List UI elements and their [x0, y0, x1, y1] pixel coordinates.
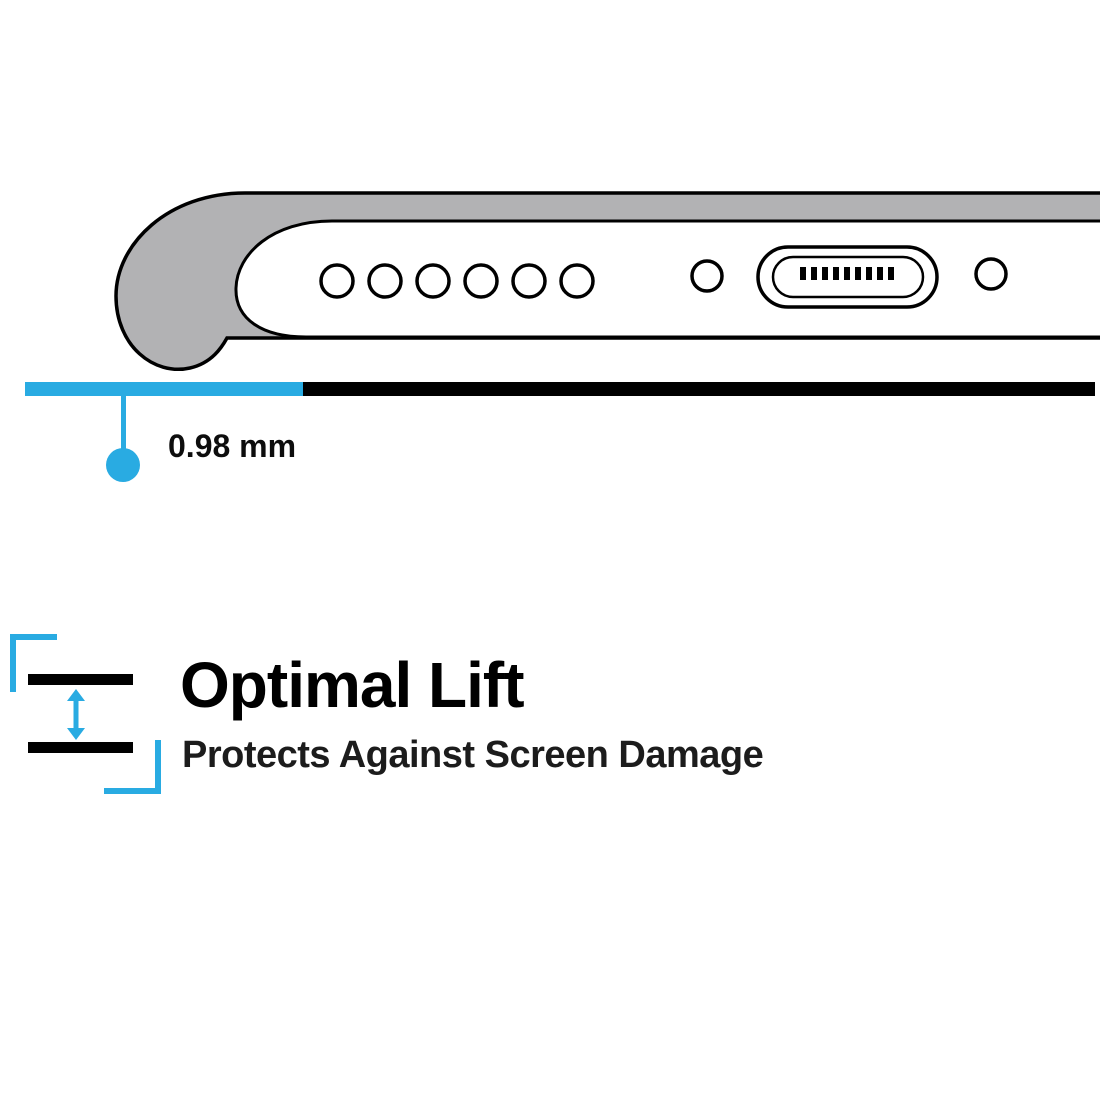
speaker-hole-icon: [463, 263, 499, 299]
corner-bracket-bottom-right-icon: [104, 740, 161, 794]
measurement-pointer-line: [121, 396, 126, 452]
corner-bracket-top-left-icon: [10, 634, 57, 692]
speaker-holes: [319, 263, 595, 299]
feature-title: Optimal Lift: [180, 649, 525, 721]
double-arrow-icon: [67, 689, 85, 740]
screw-hole-icon: [690, 259, 724, 293]
lift-gap-bar-black: [303, 382, 1095, 396]
speaker-hole-icon: [319, 263, 355, 299]
lift-gap-indicator: [25, 382, 1095, 482]
port-pins: [800, 267, 894, 280]
phone-bottom-edge-icon: [114, 191, 1100, 371]
feature-subtitle: Protects Against Screen Damage: [182, 734, 764, 776]
lift-icon: [10, 634, 161, 794]
screw-hole-icon: [974, 257, 1008, 291]
charging-port-icon: [756, 245, 939, 309]
measurement-pointer-dot: [106, 448, 140, 482]
top-plate-line: [28, 674, 133, 685]
measurement-label: 0.98 mm: [168, 428, 297, 464]
speaker-hole-icon: [415, 263, 451, 299]
phone-body: [234, 219, 1100, 339]
speaker-hole-icon: [367, 263, 403, 299]
speaker-hole-icon: [559, 263, 595, 299]
speaker-hole-icon: [511, 263, 547, 299]
lift-gap-bar-cyan: [25, 382, 303, 396]
bottom-plate-line: [28, 742, 133, 753]
